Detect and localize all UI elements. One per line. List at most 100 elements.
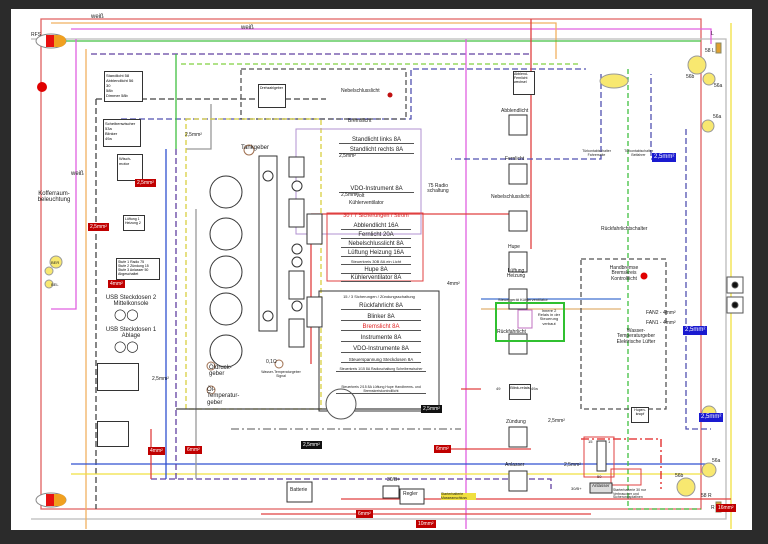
fan1-label: FAN1 - 4mm² — [646, 320, 676, 326]
radio-module-box — [97, 363, 139, 391]
red-warning-lamp — [37, 82, 47, 92]
lamp-56b-top — [687, 55, 707, 75]
wiper-motor-box: Wisch-motor — [117, 154, 143, 181]
high-beam-switch[interactable]: Abblend-Fernlicht wechsel — [513, 71, 535, 95]
relay-label-lueftung: Lüftung Heizung — [506, 268, 526, 280]
lamp-56a-mid-label: 56a — [713, 114, 722, 120]
starter-label: Anlasser — [592, 483, 610, 488]
wire-tag-black: 2,5mm² — [421, 405, 442, 413]
fuse-30-4: Lüftung Heizung 16A — [341, 250, 411, 257]
wire-tag-red: 6mm² — [434, 445, 451, 453]
speedo-icon — [325, 388, 357, 420]
oil-temp-sender-icon — [206, 385, 216, 395]
fuse-30-7: Kühlerventilator 8A — [341, 275, 411, 282]
water-temp-sender-icon — [274, 359, 284, 369]
wire-label-white-top2: weiß — [91, 14, 104, 20]
wire-tag-red: 6mm² — [356, 510, 373, 518]
light-switch-box[interactable]: Standlicht 58 Abblendlicht 56 30 58b Dim… — [104, 71, 143, 102]
wire-tag-red: 2,5mm² — [88, 223, 109, 231]
front-top-right-l: L — [711, 31, 714, 37]
wire-tag-blue: 2,5mm² — [652, 153, 677, 162]
blower-switch-box[interactable]: Stufe 1 Radio 75 Stufe 2 Zündung 15 Stuf… — [116, 258, 160, 280]
door-switch-passenger-label: Türkontaktschalter Beifahrer — [624, 149, 653, 157]
cooler-fan-label: Kühlerventilator — [349, 200, 384, 206]
fog-rear-label: Nebelschlusslicht — [341, 88, 380, 94]
wire-tag-red: 2,5mm² — [135, 179, 156, 187]
reverse-lamp-left — [44, 279, 54, 289]
gauge-circles — [209, 175, 243, 368]
trunk-lamp — [49, 255, 63, 269]
wire-size-label-3: 2,5mm² — [339, 153, 356, 159]
wire-green-right-dash — [627, 69, 701, 510]
handbrake-label: Handbremse Bremskreis Kontrolllicht — [609, 265, 639, 282]
wire-tag-black: 2,5mm² — [301, 441, 322, 449]
wire-label-white-left: weiß — [71, 171, 84, 177]
oil-pressure-label: Öldruck-geber — [209, 365, 232, 378]
tank-sender-icon — [243, 144, 255, 156]
water-temp-fan-label: Wasser-Temperaturgeber Elektrische Lüfte… — [616, 328, 656, 345]
wire-tag-red: 10mm² — [416, 520, 436, 528]
diode-box — [610, 468, 642, 486]
alternator — [382, 485, 400, 499]
warn-module-box — [97, 421, 129, 447]
wire-red-dashdot — [581, 438, 662, 489]
wire-pink-top — [71, 28, 712, 44]
front-light-top-right — [715, 42, 722, 54]
gauge-oil-temp — [209, 334, 243, 368]
relay-label-hupe: Hupe — [508, 244, 520, 250]
usb2-label: USB Steckdosen 2 Mittelkonsole — [105, 295, 157, 308]
indicator-lamps — [262, 170, 303, 322]
wire-tag-red: 16mm² — [716, 504, 736, 512]
wire-blue-right-dash2 — [685, 129, 711, 430]
usb2-sockets-icon[interactable]: ◯◯ — [114, 309, 139, 321]
red-coil-outline — [583, 436, 615, 478]
reverse-right-label: BER — [51, 260, 60, 265]
wire-tag-red: 6mm² — [185, 446, 202, 454]
usb1-sockets-icon[interactable]: ◯◯ — [114, 341, 139, 353]
ohm-label: 0,1Ω — [266, 359, 277, 365]
horn-button[interactable]: Hupen-knopf — [631, 407, 649, 423]
gauge-clock — [209, 217, 243, 251]
usb1-label: USB Steckdosen 1 Ablage — [105, 327, 157, 340]
volt-label: Volt — [356, 193, 365, 199]
regulator-label: Regler — [403, 491, 418, 497]
trunk-light-label: Kofferraum-beleuchtung — [37, 191, 71, 204]
wire-blue-right-dash — [451, 74, 666, 160]
alt-note: Starterbatterie Masseanschluss — [441, 492, 476, 501]
radio-circuit-label: 75 Radio schaltung — [427, 183, 449, 195]
relay-label-anlasser: Anlasser — [505, 462, 525, 468]
fuse-box-30-title: 30 / 7 Sicherungen / Strom — [343, 213, 409, 219]
door-switch-driver-label: Türkontaktschalter Fahrerseite — [582, 149, 611, 157]
handbrake-lamp — [640, 272, 648, 280]
fuse-15-8: Steuerkreis 2/15 8A Lüftung Hupe Handbre… — [336, 385, 426, 394]
tank-sender-label: Tankgeber — [241, 145, 270, 151]
reverse-left-label: BEL — [51, 282, 59, 287]
fuse-15-6: Steuerspannung Steckdosen 8A — [341, 357, 421, 363]
relay-label-nebelschluss: Nebelschlusslicht — [491, 194, 530, 200]
fuse-15-1: Rückfahrlicht 8A — [341, 303, 421, 310]
relay-label-rueckfahrlicht: Rückfahrlicht — [497, 329, 526, 335]
relay-label-fernlicht: Fernlicht — [505, 156, 525, 162]
rfs-label: RFS — [31, 32, 41, 38]
lamp-56a-top-label: 56a — [714, 83, 723, 89]
gauge-box-tank — [288, 198, 305, 228]
starter — [589, 482, 613, 494]
starter-pin-50: 50 — [597, 474, 602, 479]
wire-size-zuendung: 2,5mm² — [548, 418, 565, 424]
vent-switch-box[interactable]: Lüftung 1 Heizung 2 — [123, 215, 145, 231]
fuse-standlicht-links: Standlicht links 8A — [339, 137, 414, 144]
wire-size-anlasser: 2,5mm² — [564, 462, 581, 468]
green-fan-control-box — [495, 302, 565, 342]
diagram-sheet: weiß weiß weiß RFS Standlicht 58 Abblend… — [11, 9, 752, 530]
wire-reverse-box — [580, 258, 667, 410]
gauge-box-volt — [288, 270, 305, 300]
wire-grey-dashed-box1 — [240, 68, 407, 120]
wire-size-label-4: 2,5mm² — [341, 192, 358, 198]
front-bottom-right-58r: 58 R — [701, 493, 712, 499]
fan2-label: FAN2 - 4mm² — [646, 310, 676, 316]
fuse-vdo-instrument: VDO-Instrument 8A — [339, 186, 414, 193]
wiper-switch-box[interactable]: Scheibenwischer 53a Blinker 49a — [103, 119, 141, 147]
relay-label-zuendung: Zündung — [506, 419, 526, 425]
green-box-title: Steuergerät Kühlerventilator — [498, 297, 548, 302]
lamp-56a-bottom-label: 56a — [712, 458, 721, 464]
